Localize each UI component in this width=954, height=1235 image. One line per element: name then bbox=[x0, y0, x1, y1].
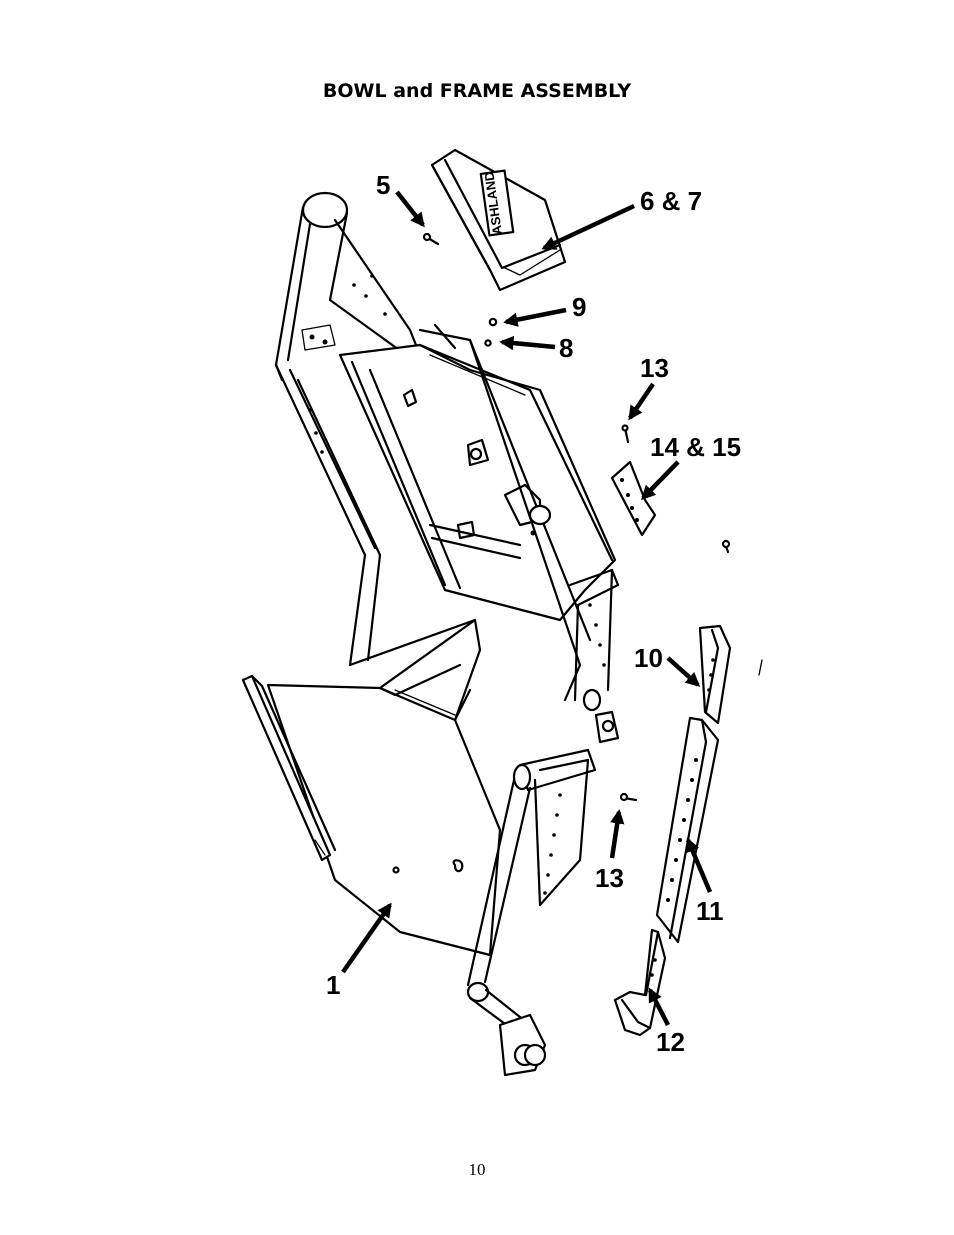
callout-5: 5 bbox=[376, 170, 390, 200]
callout-8: 8 bbox=[559, 333, 573, 363]
arrow-11 bbox=[685, 837, 713, 893]
arrow-10 bbox=[666, 656, 701, 687]
cover-plate: ASHLAND bbox=[430, 148, 567, 292]
callout-arrows bbox=[341, 190, 713, 1027]
callout-6-7: 6 & 7 bbox=[640, 186, 702, 216]
callout-1: 1 bbox=[326, 970, 340, 1000]
arrow-9 bbox=[503, 307, 567, 327]
page-number: 10 bbox=[468, 1160, 486, 1179]
page-title: BOWL and FRAME ASSEMBLY bbox=[322, 80, 632, 102]
callout-14-15: 14 & 15 bbox=[650, 432, 741, 462]
callout-labels: 5 6 & 7 9 8 13 14 & 15 10 13 11 1 12 bbox=[326, 170, 741, 1057]
corner-bit-12 bbox=[613, 928, 667, 1037]
bowl bbox=[241, 618, 502, 957]
arrow-8 bbox=[499, 335, 556, 351]
arrow-13-upper bbox=[628, 382, 655, 421]
callout-13-lower: 13 bbox=[595, 863, 624, 893]
ashland-logo: ASHLAND bbox=[479, 169, 515, 237]
callout-12: 12 bbox=[656, 1027, 685, 1057]
arrow-6-7 bbox=[541, 203, 635, 251]
callout-13-upper: 13 bbox=[640, 353, 669, 383]
wear-strip-10 bbox=[698, 624, 732, 725]
arrow-14-15 bbox=[640, 460, 680, 501]
front-frame bbox=[466, 688, 620, 1077]
arrow-12 bbox=[647, 987, 671, 1027]
callout-11: 11 bbox=[696, 896, 724, 926]
frame-assembly bbox=[274, 191, 620, 702]
callout-10: 10 bbox=[634, 643, 663, 673]
arrow-1 bbox=[341, 902, 392, 974]
arrow-13-lower bbox=[609, 809, 625, 859]
small-hardware bbox=[422, 232, 763, 802]
callout-9: 9 bbox=[572, 292, 586, 322]
arrow-5 bbox=[395, 190, 425, 228]
